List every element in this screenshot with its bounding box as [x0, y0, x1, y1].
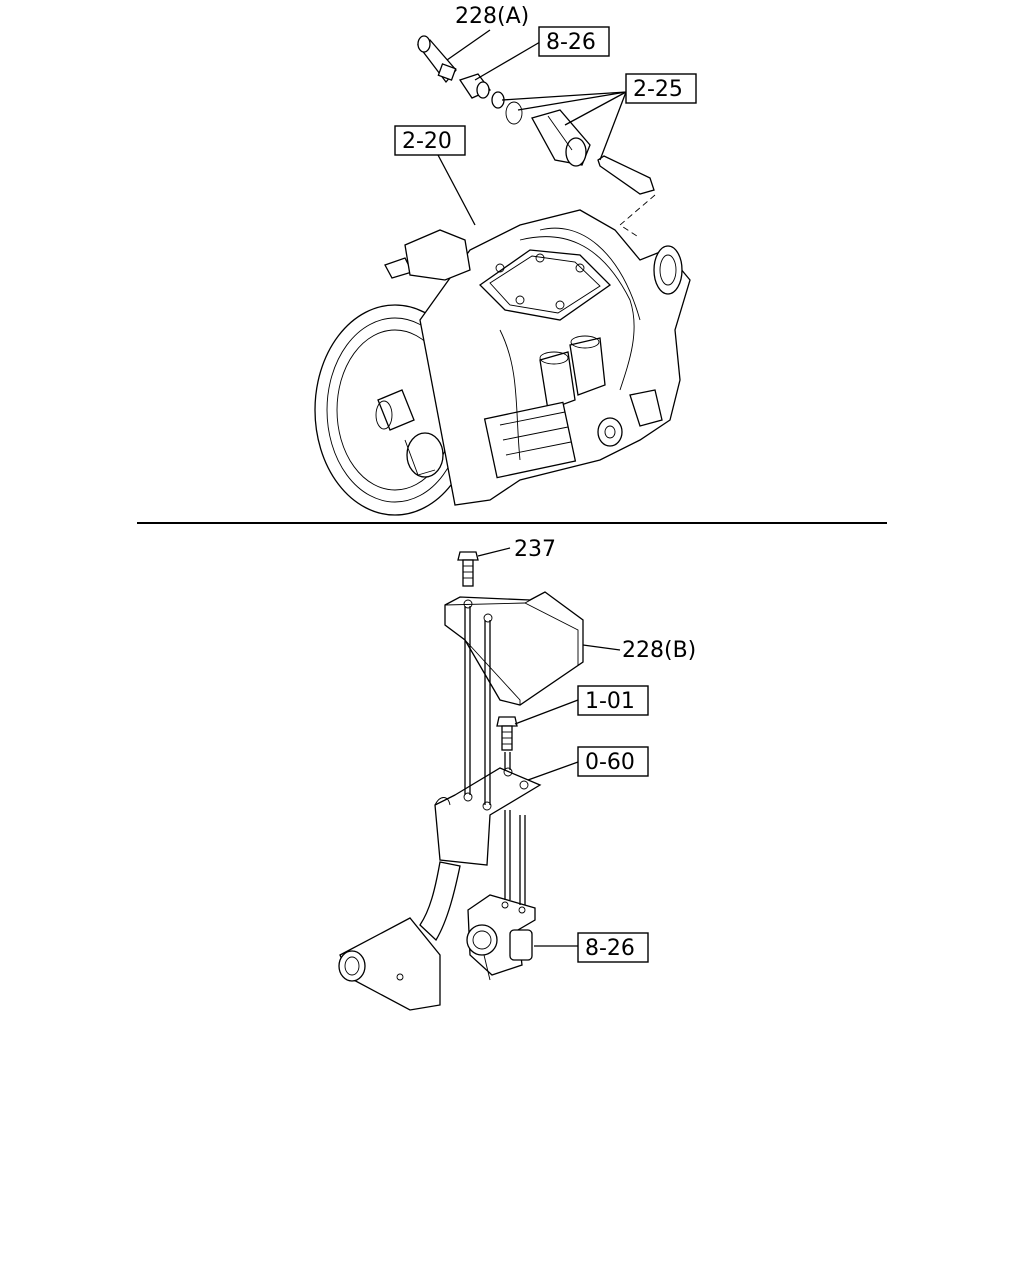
callout-826-top-text: 8-26	[546, 30, 596, 55]
transmission-assembly	[314, 209, 691, 516]
callout-060: 0-60	[577, 746, 649, 777]
callout-060-text: 0-60	[585, 750, 635, 775]
callout-826-bottom: 8-26	[577, 932, 649, 963]
connector-top	[458, 73, 492, 99]
callout-220-text: 2-20	[402, 129, 452, 154]
leader-lines-bottom	[477, 547, 621, 947]
cylinder-housing	[531, 109, 591, 167]
sensor-228a	[416, 35, 457, 84]
bolt-237	[457, 551, 479, 587]
callout-101-text: 1-01	[585, 689, 635, 714]
callout-220: 2-20	[394, 125, 466, 156]
bracket-060	[338, 767, 542, 1011]
callout-826-top: 8-26	[538, 26, 610, 57]
leader-lines-top	[437, 29, 656, 239]
callout-826-bottom-text: 8-26	[585, 936, 635, 961]
callout-101: 1-01	[577, 685, 649, 716]
cover-228b	[444, 591, 584, 706]
callout-228a: 228(A)	[455, 4, 529, 29]
callout-228b: 228(B)	[622, 638, 696, 663]
callout-237: 237	[514, 537, 556, 562]
callout-225: 2-25	[625, 73, 697, 104]
ring-parts	[491, 91, 523, 125]
assembly-lines-bottom	[464, 606, 526, 905]
sensor-826-bottom	[466, 894, 536, 981]
pin-shaft	[597, 155, 655, 195]
callout-225-text: 2-25	[633, 77, 683, 102]
bolt-101	[496, 716, 518, 751]
